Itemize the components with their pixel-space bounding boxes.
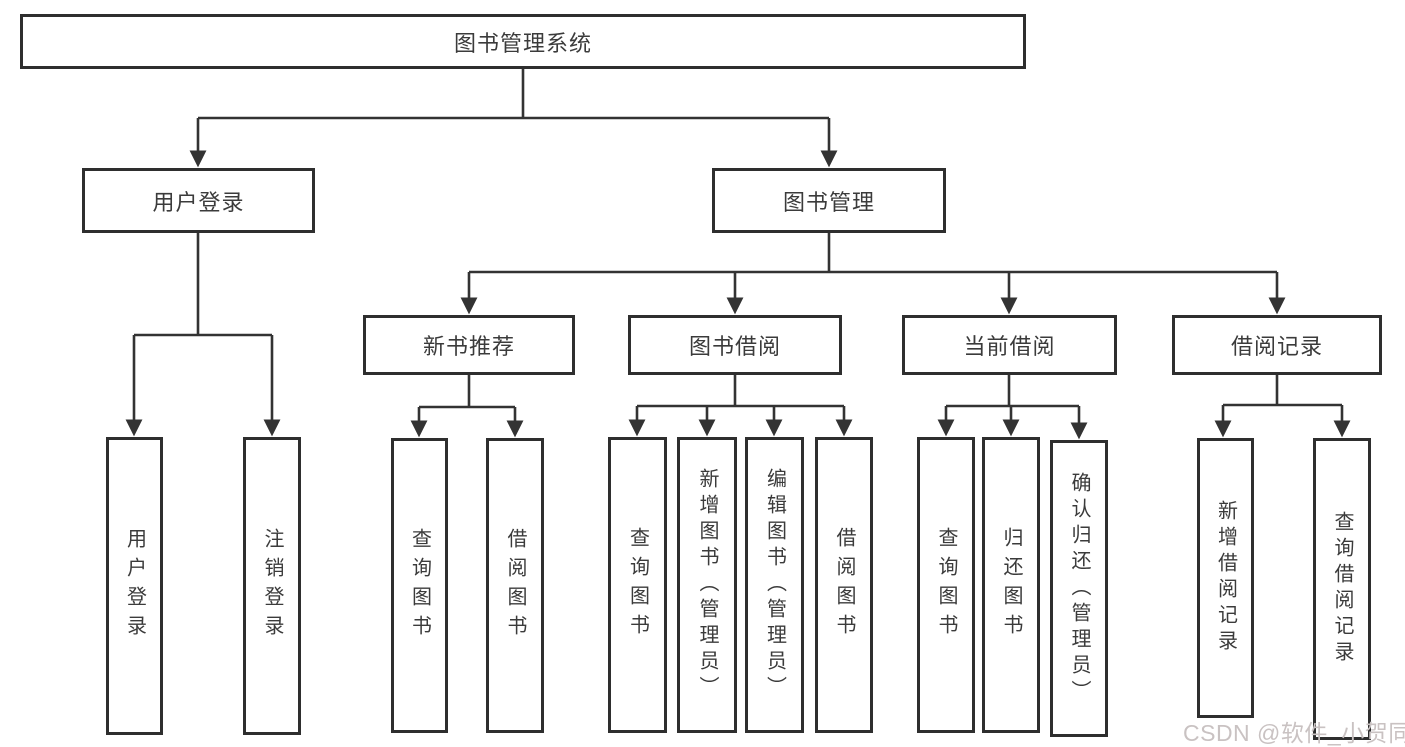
node-cb-return-book: 归还图书: [982, 437, 1040, 733]
node-br-query-record: 查询借阅记录: [1313, 438, 1371, 740]
csdn-watermark: CSDN @软件_小贺同学: [1183, 720, 1405, 746]
node-root: 图书管理系统: [20, 14, 1026, 69]
node-user-login: 用户登录: [82, 168, 315, 233]
node-leaf-user-login: 用户登录: [106, 437, 163, 735]
node-nb-borrow-book: 借阅图书: [486, 438, 544, 733]
node-bb-edit-book: 编辑图书（管理员）: [745, 437, 804, 733]
node-nb-query-book: 查询图书: [391, 438, 448, 733]
node-book-management: 图书管理: [712, 168, 946, 233]
node-book-borrow: 图书借阅: [628, 315, 842, 375]
node-leaf-logout: 注销登录: [243, 437, 301, 735]
node-cb-query-book: 查询图书: [917, 437, 975, 733]
node-bb-query-book: 查询图书: [608, 437, 667, 733]
node-new-book-recommend: 新书推荐: [363, 315, 575, 375]
node-current-borrow: 当前借阅: [902, 315, 1117, 375]
node-cb-confirm-return: 确认归还（管理员）: [1050, 440, 1108, 737]
node-borrow-record: 借阅记录: [1172, 315, 1382, 375]
node-bb-borrow-book: 借阅图书: [815, 437, 873, 733]
node-br-add-record: 新增借阅记录: [1197, 438, 1254, 718]
node-bb-add-book: 新增图书（管理员）: [677, 437, 737, 733]
